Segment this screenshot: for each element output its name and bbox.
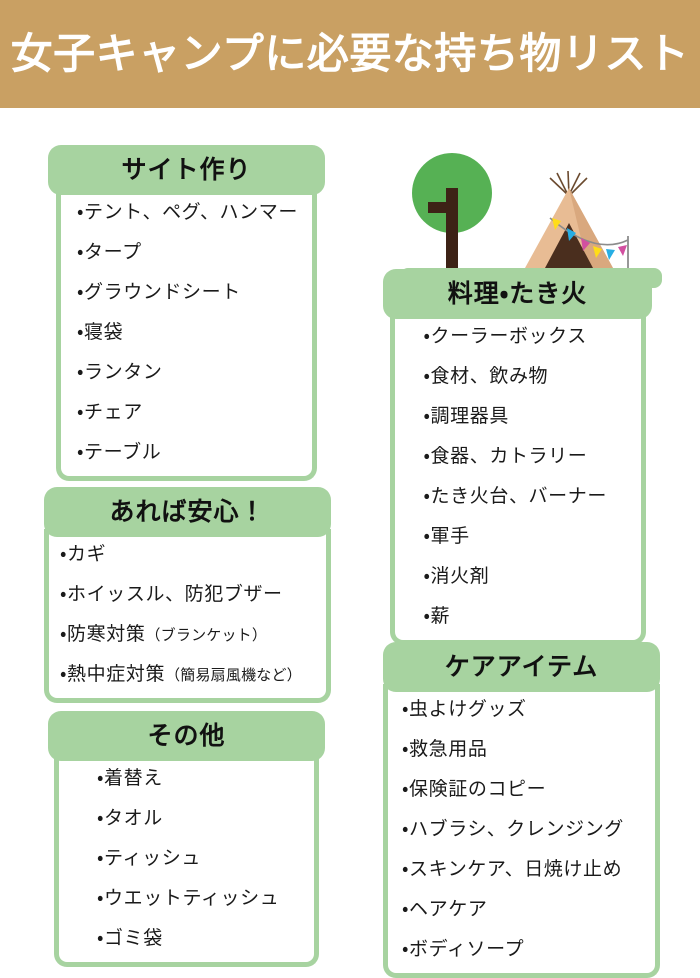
checklist-safety: ・カギ ・ホイッスル、防犯ブザー ・防寒対策（ブランケット） ・熱中症対策（簡易… <box>49 545 326 684</box>
bunting-flag-icon <box>606 249 615 260</box>
checklist-other: ・着替え ・タオル ・ティッシュ ・ウエットティッシュ ・ゴミ袋 <box>59 769 314 948</box>
card-title-cooking-campfire: 料理・たき火 <box>383 269 652 319</box>
list-item-note: （簡易扇風機など） <box>165 666 302 684</box>
list-item: ・薪 <box>423 605 451 627</box>
list-item: ・ゴミ袋 <box>97 927 163 949</box>
list-item: ・防寒対策（ブランケット） <box>60 625 326 644</box>
bunting-string-icon <box>549 217 629 246</box>
card-other: その他 ・着替え ・タオル ・ティッシュ ・ウエットティッシュ ・ゴミ袋 <box>48 711 325 967</box>
list-item: ・ウエットティッシュ <box>97 887 280 909</box>
list-item: ・ティッシュ <box>97 847 201 869</box>
list-item-note: （ブランケット） <box>145 626 268 644</box>
list-item: ・カギ <box>60 545 326 564</box>
list-item-main: ・カギ <box>60 543 107 565</box>
list-item: ・チェア <box>77 401 143 423</box>
bunting-flag-icon <box>581 238 590 251</box>
list-item: ・テーブル <box>77 441 162 463</box>
card-body-site-setup: ・テント、ペグ、ハンマー ・タープ ・グラウンドシート ・寝袋 ・ランタン ・チ… <box>56 187 317 481</box>
card-body-safety: ・カギ ・ホイッスル、防犯ブザー ・防寒対策（ブランケット） ・熱中症対策（簡易… <box>44 529 331 703</box>
card-site-setup: サイト作り ・テント、ペグ、ハンマー ・タープ ・グラウンドシート ・寝袋 ・ラ… <box>48 145 325 481</box>
list-item: ・グラウンドシート <box>77 281 241 303</box>
list-item: ・テント、ペグ、ハンマー <box>77 201 298 223</box>
bunting-flag-icon <box>618 245 627 256</box>
bunting-flag-icon <box>552 218 561 230</box>
page-header-band: 女子キャンプに必要な持ち物リスト <box>0 0 700 108</box>
list-item: ・スキンケア、日焼け止め <box>402 858 623 880</box>
card-body-cooking-campfire: ・クーラーボックス ・食材、飲み物 ・調理器具 ・食器、カトラリー ・たき火台、… <box>389 311 646 645</box>
list-item: ・タープ <box>77 241 142 263</box>
list-item-main: ・防寒対策 <box>60 623 146 645</box>
list-item: ・ランタン <box>77 361 163 383</box>
list-item: ・ホイッスル、防犯ブザー <box>60 585 326 604</box>
tree-trunk-icon <box>446 190 458 268</box>
list-item: ・食器、カトラリー <box>423 445 588 467</box>
card-safety: あれば安心！ ・カギ ・ホイッスル、防犯ブザー ・防寒対策（ブランケット） ・熱… <box>44 487 331 703</box>
list-item-main: ・熱中症対策 <box>60 663 166 685</box>
card-title-other: その他 <box>48 711 325 761</box>
tree-branch-icon <box>428 202 448 213</box>
card-body-care-items: ・虫よけグッズ ・救急用品 ・保険証のコピー ・ハブラシ、クレンジング ・スキン… <box>383 684 660 978</box>
camp-scene-illustration <box>400 148 662 288</box>
tent-door-icon <box>545 223 593 268</box>
card-care-items: ケアアイテム ・虫よけグッズ ・救急用品 ・保険証のコピー ・ハブラシ、クレンジ… <box>383 642 660 978</box>
list-item: ・調理器具 <box>423 405 509 427</box>
tent-shade-icon <box>569 188 613 268</box>
list-item: ・虫よけグッズ <box>402 698 527 720</box>
bunting-flag-icon <box>593 246 602 258</box>
bunting-flag-icon <box>567 228 576 241</box>
list-item: ・たき火台、バーナー <box>423 485 607 507</box>
card-title-site-setup: サイト作り <box>48 145 325 195</box>
list-item: ・タオル <box>97 807 163 829</box>
card-body-other: ・着替え ・タオル ・ティッシュ ・ウエットティッシュ ・ゴミ袋 <box>54 753 319 967</box>
list-item: ・ハブラシ、クレンジング <box>402 818 624 840</box>
checklist-care-items: ・虫よけグッズ ・救急用品 ・保険証のコピー ・ハブラシ、クレンジング ・スキン… <box>388 700 655 959</box>
list-item: ・食材、飲み物 <box>423 365 549 387</box>
list-item: ・軍手 <box>423 525 470 547</box>
list-item: ・熱中症対策（簡易扇風機など） <box>60 665 326 684</box>
list-item: ・救急用品 <box>402 738 488 760</box>
list-item: ・ヘアケア <box>402 898 488 920</box>
list-item: ・クーラーボックス <box>423 325 587 347</box>
list-item-main: ・ホイッスル、防犯ブザー <box>60 583 283 605</box>
list-item: ・着替え <box>97 767 163 789</box>
list-item: ・寝袋 <box>77 321 124 343</box>
page-title: 女子キャンプに必要な持ち物リスト <box>10 29 690 78</box>
list-item: ・消火剤 <box>423 565 490 587</box>
card-title-safety: あれば安心！ <box>44 487 331 537</box>
list-item: ・保険証のコピー <box>402 778 547 800</box>
card-cooking-campfire: 料理・たき火 ・クーラーボックス ・食材、飲み物 ・調理器具 ・食器、カトラリー… <box>383 269 652 645</box>
card-title-care-items: ケアアイテム <box>383 642 660 692</box>
checklist-site-setup: ・テント、ペグ、ハンマー ・タープ ・グラウンドシート ・寝袋 ・ランタン ・チ… <box>61 203 312 462</box>
checklist-cooking-campfire: ・クーラーボックス ・食材、飲み物 ・調理器具 ・食器、カトラリー ・たき火台、… <box>395 327 641 626</box>
list-item: ・ボディソープ <box>402 938 525 960</box>
